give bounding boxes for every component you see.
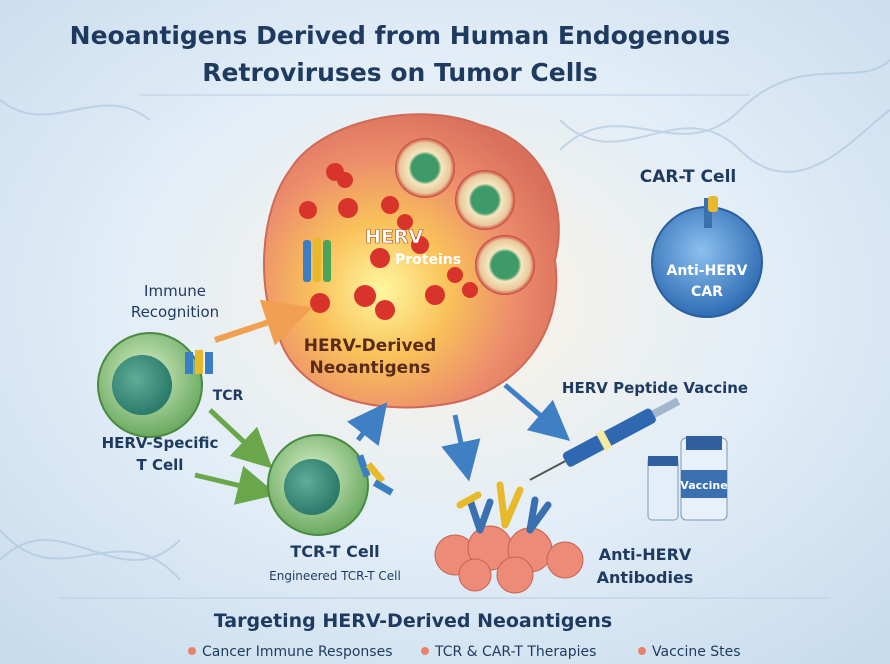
neoantigen-label-1: HERV-Derived — [304, 336, 437, 356]
neoantigen-label-2: Neoantigens — [310, 358, 431, 378]
herv-specific-t-cell — [97, 332, 213, 438]
vaccine-arrow — [503, 383, 571, 442]
footer-title: Targeting HERV-Derived Neoantigens — [214, 610, 612, 632]
syringe-icon — [529, 397, 681, 481]
footer-bullet-3: Vaccine Stes — [652, 644, 741, 660]
herv-proteins-title: HERV — [365, 226, 424, 248]
t-cell-arrow-2 — [194, 465, 278, 505]
target-cell-cluster — [434, 525, 584, 594]
tcr-t-arrow — [346, 402, 388, 447]
herv-proteins-subtitle: Proteins — [395, 252, 461, 268]
car-t-title: CAR-T Cell — [640, 167, 736, 187]
tcr-t-cell — [267, 434, 394, 536]
t-cell-label-2: T Cell — [137, 456, 184, 474]
bullet-icon — [421, 647, 429, 655]
vaccine-vial-icon — [647, 436, 728, 521]
antibody-icon — [456, 481, 552, 534]
mhc-receptor-icon — [303, 238, 331, 282]
antibodies-label-2: Antibodies — [597, 568, 694, 587]
tcr-label: TCR — [213, 388, 244, 404]
title-line-2: Retroviruses on Tumor Cells — [202, 58, 597, 87]
herv-protein-cluster — [299, 163, 478, 320]
title-line-1: Neoantigens Derived from Human Endogenou… — [70, 21, 731, 50]
t-cell-arrow-1 — [208, 408, 273, 469]
tcr-t-subtitle: Engineered TCR-T Cell — [269, 569, 401, 583]
antibody-arrow — [441, 414, 481, 482]
footer-bullet-1: Cancer Immune Responses — [202, 644, 393, 660]
tumor-cell — [262, 113, 560, 409]
immune-recognition-2: Recognition — [131, 303, 219, 321]
vaccine-vial-label: Vaccine — [680, 479, 727, 492]
t-cell-label-1: HERV-Specific — [102, 434, 219, 452]
car-t-cell — [651, 196, 763, 318]
vaccine-title: HERV Peptide Vaccine — [562, 379, 748, 397]
immune-recognition-1: Immune — [144, 282, 206, 300]
car-label-1: Anti-HERV — [667, 263, 748, 279]
footer-bullet-2: TCR & CAR-T Therapies — [434, 644, 596, 660]
virus-particle — [395, 138, 535, 295]
tcr-t-title: TCR-T Cell — [290, 542, 379, 561]
dna-helix-decoration — [0, 59, 890, 581]
antibodies-label-1: Anti-HERV — [599, 545, 692, 564]
bullet-icon — [188, 647, 196, 655]
bullet-icon — [638, 647, 646, 655]
recognition-arrow — [214, 299, 313, 346]
car-label-2: CAR — [691, 284, 723, 300]
